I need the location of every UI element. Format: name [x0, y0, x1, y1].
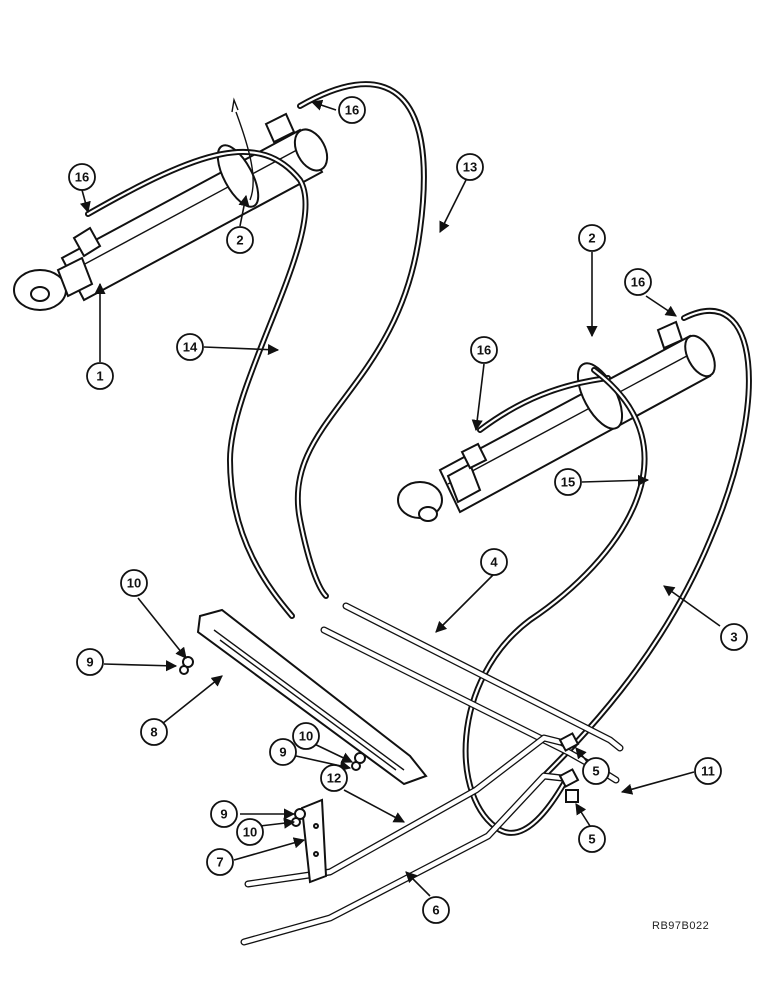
callout-10-a: 10 [120, 569, 148, 597]
callout-16-c: 16 [624, 268, 652, 296]
svg-text:10: 10 [299, 729, 313, 744]
callout-2-b: 2 [578, 224, 606, 252]
callout-5-b: 5 [578, 825, 606, 853]
svg-text:2: 2 [588, 231, 595, 246]
svg-text:2: 2 [236, 233, 243, 248]
shield-and-bracket [196, 608, 428, 884]
callout-3: 3 [720, 623, 748, 651]
callout-2-a: 2 [226, 226, 254, 254]
cylinder-left [13, 97, 329, 311]
callout-12: 12 [320, 764, 348, 792]
callout-7: 7 [206, 848, 234, 876]
callout-14: 14 [176, 333, 204, 361]
svg-text:11: 11 [701, 764, 715, 779]
svg-text:4: 4 [490, 555, 498, 570]
svg-text:1: 1 [96, 369, 103, 384]
leader-lines [79, 99, 721, 897]
callout-16-d: 16 [470, 336, 498, 364]
svg-text:10: 10 [127, 576, 141, 591]
callout-6: 6 [422, 896, 450, 924]
svg-text:16: 16 [477, 343, 491, 358]
callout-10-c: 10 [236, 818, 264, 846]
svg-text:10: 10 [243, 825, 257, 840]
callout-8: 8 [140, 718, 168, 746]
callout-16-b: 16 [338, 96, 366, 124]
svg-text:6: 6 [432, 903, 439, 918]
svg-text:16: 16 [75, 170, 89, 185]
svg-text:14: 14 [183, 340, 198, 355]
svg-text:12: 12 [327, 771, 341, 786]
svg-text:16: 16 [345, 103, 359, 118]
callout-10-b: 10 [292, 722, 320, 750]
svg-text:9: 9 [279, 745, 286, 760]
svg-text:15: 15 [561, 475, 575, 490]
callout-4: 4 [480, 548, 508, 576]
reference-code: RB97B022 [652, 920, 710, 932]
svg-text:3: 3 [730, 630, 737, 645]
svg-text:5: 5 [588, 832, 595, 847]
callout-15: 15 [554, 468, 582, 496]
svg-text:13: 13 [463, 160, 477, 175]
svg-text:9: 9 [86, 655, 93, 670]
svg-text:16: 16 [631, 275, 645, 290]
callout-9-b: 9 [269, 738, 297, 766]
svg-text:5: 5 [592, 764, 599, 779]
hardware [179, 656, 366, 827]
tubes [240, 602, 624, 946]
callout-13: 13 [456, 153, 484, 181]
callout-1: 1 [86, 362, 114, 390]
callout-16-a: 16 [68, 163, 96, 191]
callout-9-a: 9 [76, 648, 104, 676]
callout-11: 11 [694, 757, 722, 785]
svg-text:7: 7 [216, 855, 223, 870]
callout-5-a: 5 [582, 757, 610, 785]
callout-9-c: 9 [210, 800, 238, 828]
svg-text:8: 8 [150, 725, 157, 740]
svg-text:9: 9 [220, 807, 227, 822]
